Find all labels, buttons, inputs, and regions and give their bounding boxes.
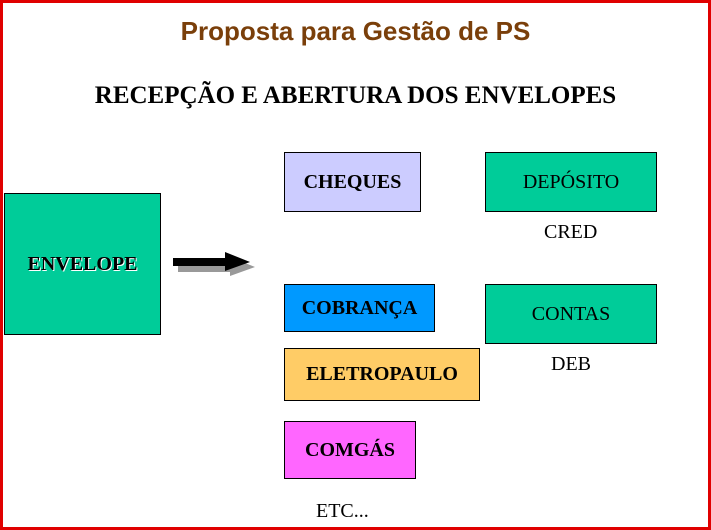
comgas-label: COMGÁS [305, 438, 395, 461]
comgas-box: COMGÁS [284, 421, 416, 479]
envelope-box: ENVELOPE [4, 193, 161, 335]
slide-subtitle: RECEPÇÃO E ABERTURA DOS ENVELOPES [94, 82, 617, 109]
deposito-label: DEPÓSITO [522, 170, 620, 193]
cred-label: CRED [544, 221, 598, 243]
arrow-icon [173, 252, 255, 276]
envelope-label: ENVELOPE [27, 252, 138, 275]
cheques-label: CHEQUES [303, 170, 402, 193]
eletropaulo-label: ELETROPAULO [306, 363, 458, 385]
slide-title: Proposta para Gestão de PS [180, 16, 531, 46]
eletropaulo-box: ELETROPAULO [284, 348, 480, 401]
contas-box: CONTAS [485, 284, 657, 344]
etc-label: ETC... [316, 500, 369, 522]
contas-label: CONTAS [531, 302, 611, 325]
deposito-box: DEPÓSITO [485, 152, 657, 212]
cobranca-label: COBRANÇA [301, 296, 418, 319]
cheques-box: CHEQUES [284, 152, 421, 212]
cobranca-box: COBRANÇA [284, 284, 435, 332]
deb-label: DEB [551, 353, 591, 375]
